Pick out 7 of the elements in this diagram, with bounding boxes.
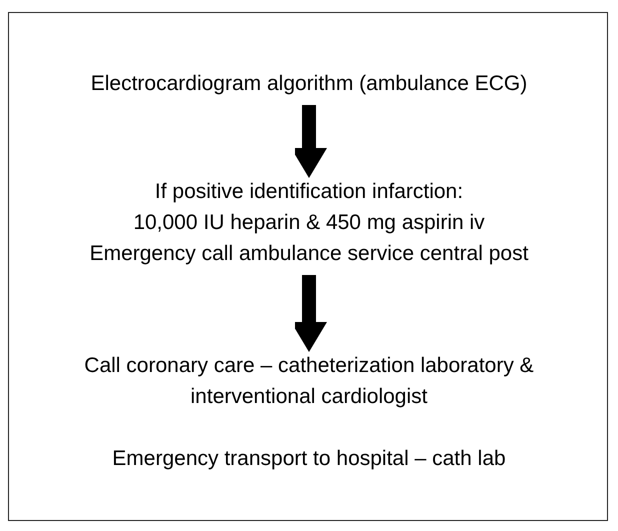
step-text: Electrocardiogram algorithm (ambulance ECG)	[90, 71, 528, 97]
step-text: Call coronary care – catheterization laboratory & interventional cardiologist	[83, 353, 535, 410]
step-text: Emergency call ambulance service central post	[88, 241, 530, 267]
step-text: Emergency transport to hospital – cath lab	[111, 446, 507, 472]
step-text: If positive identification infarction:	[154, 179, 464, 205]
frame-border	[8, 12, 608, 521]
step-text: 10,000 IU heparin & 450 mg aspirin iv	[132, 210, 486, 236]
